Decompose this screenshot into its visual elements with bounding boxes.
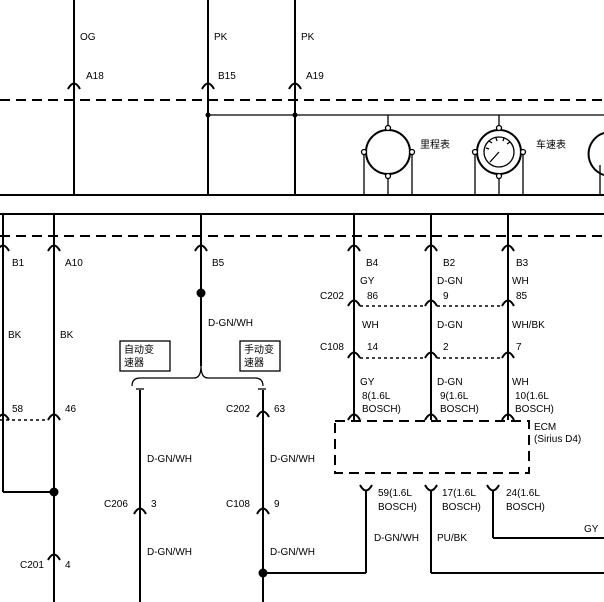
wire-color-bk-2: BK: [60, 330, 74, 341]
ecm-pin-24-note: BOSCH): [506, 502, 545, 513]
svg-text:速器: 速器: [124, 357, 144, 369]
ecm-pin-10: 10(1.6L: [515, 391, 549, 402]
odometer-gauge: [360, 124, 416, 196]
right-branch-wire-2: D-GN/WH: [270, 547, 315, 558]
odometer-label: 里程表: [420, 138, 450, 151]
wire-color-og: OG: [80, 32, 96, 43]
ecm-module-box: [334, 420, 530, 474]
connector-label-a19: A19: [306, 71, 324, 82]
speedometer-label: 车速表: [536, 138, 566, 151]
ecm-pin-59-note: BOSCH): [378, 502, 417, 513]
pin-46: 46: [65, 404, 77, 415]
c201-pin: 4: [65, 560, 71, 571]
bottom-section: B1 A10 B5 B4 B2 B3 BK BK 58 46 C201 4 D-…: [0, 213, 604, 602]
wire-color-pk-2: PK: [301, 32, 315, 43]
ecm-pin-17: 17(1.6L: [442, 488, 476, 499]
right-branch-wire-1: D-GN/WH: [270, 454, 315, 465]
b5-wire-color: D-GN/WH: [208, 318, 253, 329]
ecm-pin-17-note: BOSCH): [442, 502, 481, 513]
connector-label-a10: A10: [65, 258, 83, 269]
left-branch-wire-2: D-GN/WH: [147, 547, 192, 558]
connector-hook-a19: [288, 82, 302, 90]
ecm-sublabel: (Sirius D4): [534, 434, 581, 445]
c201-label: C201: [20, 560, 44, 571]
pin-58: 58: [12, 404, 24, 415]
left-branch-wire-1: D-GN/WH: [147, 454, 192, 465]
ecm-pin-9-note: BOSCH): [440, 404, 479, 415]
ecm-out-wire-dgnwh: D-GN/WH: [374, 533, 419, 544]
ecm-pin-8: 8(1.6L: [362, 391, 391, 402]
c108-pin-14: 14: [367, 342, 379, 353]
c202-pin-9: 9: [443, 291, 449, 302]
svg-text:自动变: 自动变: [124, 343, 154, 356]
c108-mid-pin: 9: [274, 499, 280, 510]
c206-label: C206: [104, 499, 128, 510]
connector-label-b4: B4: [366, 258, 379, 269]
svg-text:手动变: 手动变: [244, 343, 274, 356]
connector-label-b2: B2: [443, 258, 456, 269]
wire-color-dgn-bottom: D-GN: [437, 377, 463, 388]
trans-selector-bracket: [131, 365, 264, 387]
ecm-out-wire-gy: GY: [584, 524, 599, 535]
c202-pin-86: 86: [367, 291, 379, 302]
auto-trans-option: 自动变 速器: [119, 340, 171, 372]
speedometer-gauge: [471, 124, 527, 196]
ecm-pin-8-note: BOSCH): [362, 404, 401, 415]
splice-dot: [292, 112, 298, 118]
wire-color-gy-bottom: GY: [360, 377, 375, 388]
ecm-out-wire-pubk: PU/BK: [437, 533, 467, 544]
wire-color-wh-top: WH: [512, 276, 529, 287]
wire-color-pk-1: PK: [214, 32, 228, 43]
connector-label-b5: B5: [212, 258, 225, 269]
connector-hook-b15: [201, 82, 215, 90]
wire-color-wh-bottom: WH: [512, 377, 529, 388]
c202-right-label: C202: [320, 291, 344, 302]
c202-left-pin: 63: [274, 404, 286, 415]
wire-color-dgn-top: D-GN: [437, 276, 463, 287]
c108-right-label: C108: [320, 342, 344, 353]
top-section: OG PK PK A18 B15 A19 里程表 车速表: [0, 0, 604, 196]
connector-label-b1: B1: [12, 258, 25, 269]
c202-pin-85: 85: [516, 291, 528, 302]
c108-pin-2: 2: [443, 342, 449, 353]
connector-label-b15: B15: [218, 71, 236, 82]
c206-pin: 3: [151, 499, 157, 510]
ecm-pin-59: 59(1.6L: [378, 488, 412, 499]
wire-color-whbk-mid: WH/BK: [512, 320, 545, 331]
splice-dot: [49, 487, 59, 497]
wire-color-bk-1: BK: [8, 330, 22, 341]
wire-color-wh-mid: WH: [362, 320, 379, 331]
c202-left-label: C202: [226, 404, 250, 415]
wire-color-dgn-mid: D-GN: [437, 320, 463, 331]
c108-pin-7: 7: [516, 342, 522, 353]
c108-mid-label: C108: [226, 499, 250, 510]
ecm-pin-24: 24(1.6L: [506, 488, 540, 499]
splice-dot: [205, 112, 211, 118]
wire-color-gy-top: GY: [360, 276, 375, 287]
connector-label-b3: B3: [516, 258, 529, 269]
ecm-pin-9: 9(1.6L: [440, 391, 469, 402]
connector-hook-a18: [67, 82, 81, 90]
ecm-pin-10-note: BOSCH): [515, 404, 554, 415]
connector-label-a18: A18: [86, 71, 104, 82]
ecm-label: ECM: [534, 422, 556, 433]
splice-dot: [196, 288, 206, 298]
svg-text:速器: 速器: [244, 357, 264, 369]
manual-trans-option: 手动变 速器: [239, 340, 281, 372]
